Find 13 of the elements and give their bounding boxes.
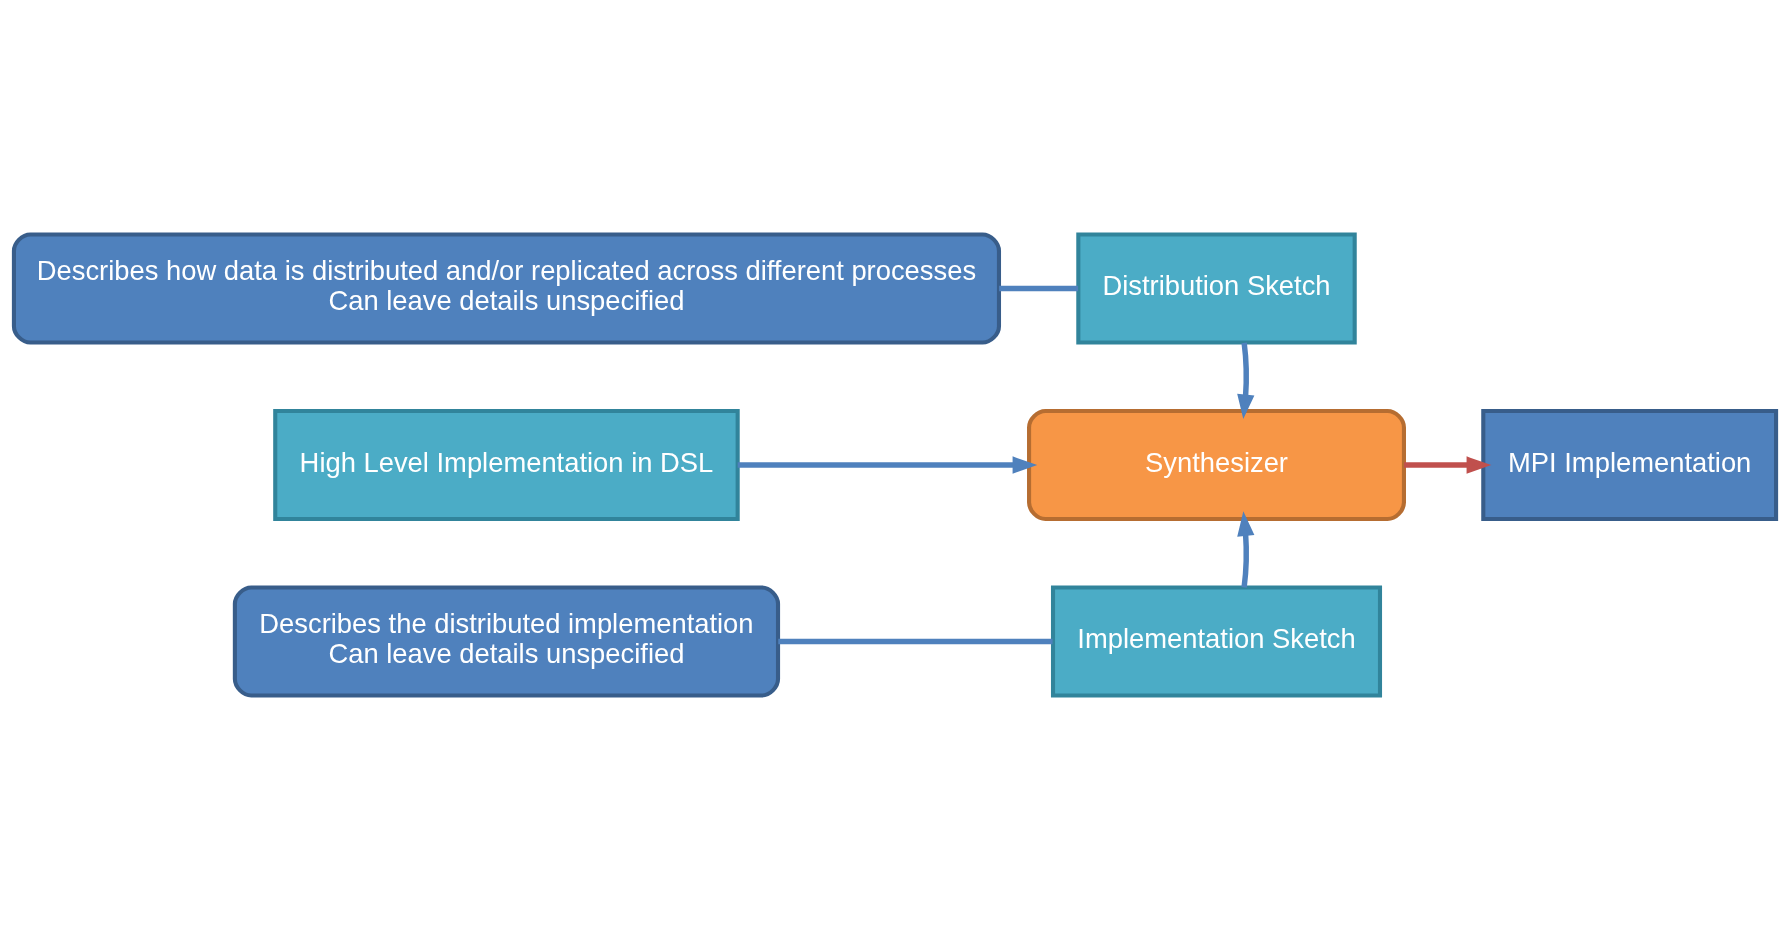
node-box: Describes how data is distributed and/or replicated across different processes Can leave details unspecified bbox=[11, 231, 1002, 345]
node-box: High Level Implementation in DSL bbox=[273, 408, 740, 521]
arrow bbox=[737, 455, 1038, 474]
arrow bbox=[1404, 455, 1492, 474]
connector bbox=[999, 285, 1079, 291]
node-box: Synthesizer bbox=[1027, 408, 1406, 521]
node-box: Describes the distributed implementation Can leave details unspecified bbox=[232, 584, 781, 698]
node-box: Distribution Sketch bbox=[1076, 231, 1357, 345]
node-box: Implementation Sketch bbox=[1050, 584, 1383, 698]
connector bbox=[778, 638, 1053, 644]
arrow bbox=[1237, 342, 1255, 419]
node-box: MPI Implementation bbox=[1481, 408, 1779, 521]
arrow bbox=[1237, 510, 1255, 588]
